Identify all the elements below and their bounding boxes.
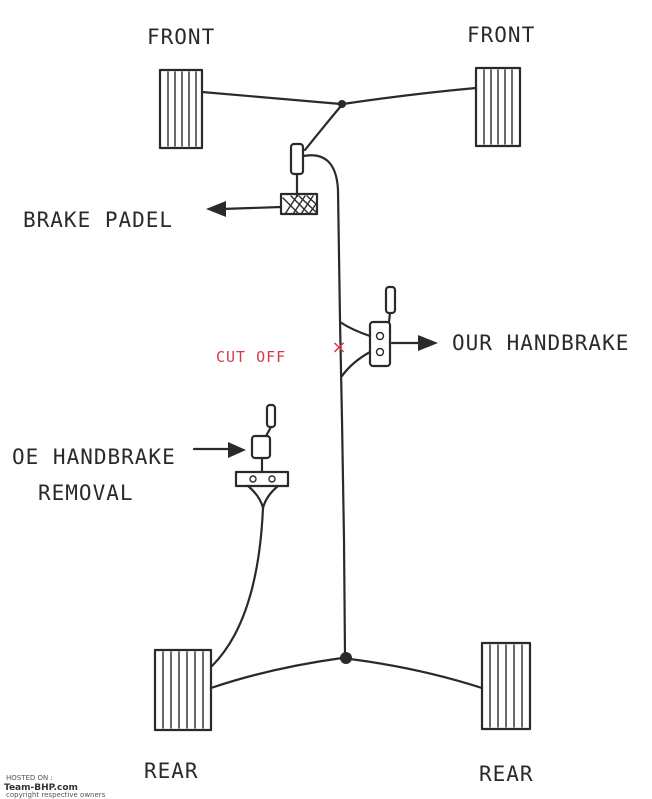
wheel-front-left bbox=[158, 68, 204, 150]
wheel-front-right bbox=[474, 66, 522, 148]
watermark: HOSTED ON : Team-BHP.com copyright respe… bbox=[4, 774, 106, 799]
watermark-site: Team-BHP.com bbox=[4, 783, 78, 793]
watermark-copyright: copyright respective owners bbox=[6, 791, 106, 799]
cut-off-mark: × bbox=[331, 337, 346, 358]
our-handbrake-lever bbox=[384, 285, 397, 324]
rear-left-brake-line bbox=[209, 656, 344, 690]
front-left-brake-line bbox=[200, 90, 343, 106]
master-cylinder bbox=[289, 142, 305, 198]
main-rear-brake-line bbox=[301, 154, 347, 658]
oe-handbrake-y-left bbox=[246, 484, 265, 510]
front-right-brake-line bbox=[341, 86, 478, 106]
label-cut-off: CUT OFF bbox=[216, 348, 286, 366]
oe-handbrake-cable bbox=[210, 506, 265, 668]
oe-handbrake-cylinder bbox=[250, 434, 272, 474]
label-our-handbrake: OUR HANDBRAKE bbox=[452, 331, 629, 355]
handbrake-tap-upper bbox=[338, 320, 372, 338]
our-handbrake-arrow bbox=[390, 335, 438, 351]
label-rear-right: REAR bbox=[479, 762, 534, 786]
wheel-rear-left bbox=[153, 648, 213, 732]
rear-junction bbox=[340, 652, 352, 664]
label-oe-handbrake: OE HANDBRAKE bbox=[12, 445, 176, 469]
wheel-rear-right bbox=[480, 641, 532, 731]
watermark-hosted-on: HOSTED ON : bbox=[6, 774, 53, 782]
brake-pedal bbox=[279, 192, 319, 216]
oe-handbrake-body bbox=[234, 470, 290, 488]
label-oe-removal: REMOVAL bbox=[38, 481, 134, 505]
label-rear-left: REAR bbox=[144, 759, 199, 783]
label-brake-pedal: BRAKE PADEL bbox=[23, 208, 173, 232]
oe-handbrake-lever bbox=[264, 403, 277, 438]
label-front-right: FRONT bbox=[467, 23, 535, 47]
brake-pedal-arrow bbox=[206, 201, 283, 217]
our-handbrake-body bbox=[368, 320, 392, 368]
master-to-front-line bbox=[303, 104, 343, 152]
rear-right-brake-line bbox=[348, 657, 484, 690]
oe-handbrake-y-right bbox=[261, 484, 280, 510]
handbrake-tap-lower bbox=[340, 350, 372, 378]
label-front-left: FRONT bbox=[147, 25, 215, 49]
oe-handbrake-arrow bbox=[192, 442, 246, 458]
